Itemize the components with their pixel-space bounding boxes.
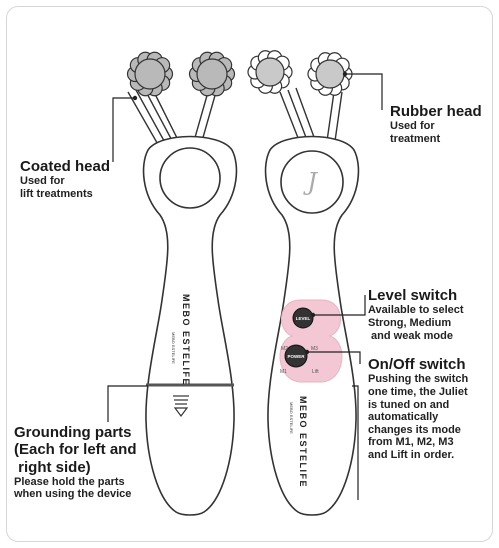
onoff-switch-desc-line: changes its mode [368,423,461,436]
right-brand-text: MEBO ESTELIFE [298,396,308,488]
right-brand-small: MEBO ESTELIFE [289,402,294,434]
onoff-switch-desc-line: one time, the Juliet [368,385,468,398]
level-button-label: LEVEL [296,316,311,321]
callout-grounding-left [107,385,148,422]
rubber-head-desc-line: treatment [390,132,441,145]
coated-head-label: Coated head Used for lift treatments [20,158,110,201]
onoff-switch-title: On/Off switch [368,356,466,373]
rubber-head-desc-line: Used for [390,120,435,133]
right-device [264,87,360,516]
callout-rubber [345,73,383,110]
coated-head-desc-line: Used for [20,175,65,188]
callout-lines [107,71,383,500]
onoff-switch-desc-line: from M1, M2, M3 [368,436,454,449]
level-button [292,307,314,329]
level-switch-desc: Available to select Strong, Medium and w… [368,304,464,342]
rubber-head-desc: Used for treatment [390,120,482,145]
coated-head [188,51,236,97]
grounding-title-line: Grounding parts [14,424,132,441]
grounding-arrow-icon [173,395,189,417]
coated-head-flowers [126,51,236,97]
left-brand-small: MEBO ESTELIFE [171,332,176,364]
rubber-head [307,52,353,96]
right-device-arms [279,87,343,149]
grounding-desc-line: Please hold the parts [14,475,125,488]
callout-grounding-right [352,385,359,500]
mode-labels: M1 M2 M3 Lift [280,346,319,375]
power-button [284,344,308,368]
onoff-switch-desc-line: and Lift in order. [368,449,455,462]
grounding-label: Grounding parts (Each for left and right… [14,424,137,501]
grounding-desc: Please hold the parts when using the dev… [14,476,137,501]
onoff-switch-label: On/Off switch Pushing the switch one tim… [368,356,468,462]
coated-head [126,51,174,97]
callout-onoff [307,351,361,364]
rubber-head-flowers [247,50,353,96]
left-brand-text: MEBO ESTELIFE [181,294,191,386]
coated-head-desc-line: lift treatments [20,187,93,200]
rubber-head-title: Rubber head [390,103,482,120]
mode-label-m3: M3 [311,346,318,352]
level-switch-label: Level switch Available to select Strong,… [368,287,464,342]
onoff-switch-desc-line: is tuned on and [368,398,450,411]
left-device-ring [159,147,221,209]
mode-label-m1: M1 [280,369,287,375]
callout-coated [112,97,135,162]
coated-head-desc: Used for lift treatments [20,175,110,200]
left-device-arms [127,87,217,149]
mode-label-lift: Lift [312,369,319,375]
grounding-title-line: (Each for left and [14,441,137,459]
rubber-head [247,50,293,94]
callout-level [313,295,366,316]
level-switch-desc-line: and weak mode [368,329,453,342]
left-device [127,87,238,516]
coated-head-title: Coated head [20,158,111,175]
right-device-ring [280,150,344,214]
onoff-switch-desc-line: automatically [368,411,439,424]
level-switch-desc-line: Strong, Medium [368,316,452,329]
rubber-head-label: Rubber head Used for treatment [390,103,482,146]
onoff-switch-desc-line: Pushing the switch [368,373,469,386]
left-device-body [142,135,238,516]
level-switch-desc-line: Available to select [368,304,464,317]
onoff-switch-desc: Pushing the switch one time, the Juliet … [368,373,468,461]
power-button-label: POWER [287,354,305,359]
diagram-frame [6,6,493,542]
grounding-title-line: right side) [14,458,91,476]
level-switch-title: Level switch [368,287,458,304]
mode-label-m2: M2 [281,346,288,352]
grounding-desc-line: when using the device [14,488,132,501]
